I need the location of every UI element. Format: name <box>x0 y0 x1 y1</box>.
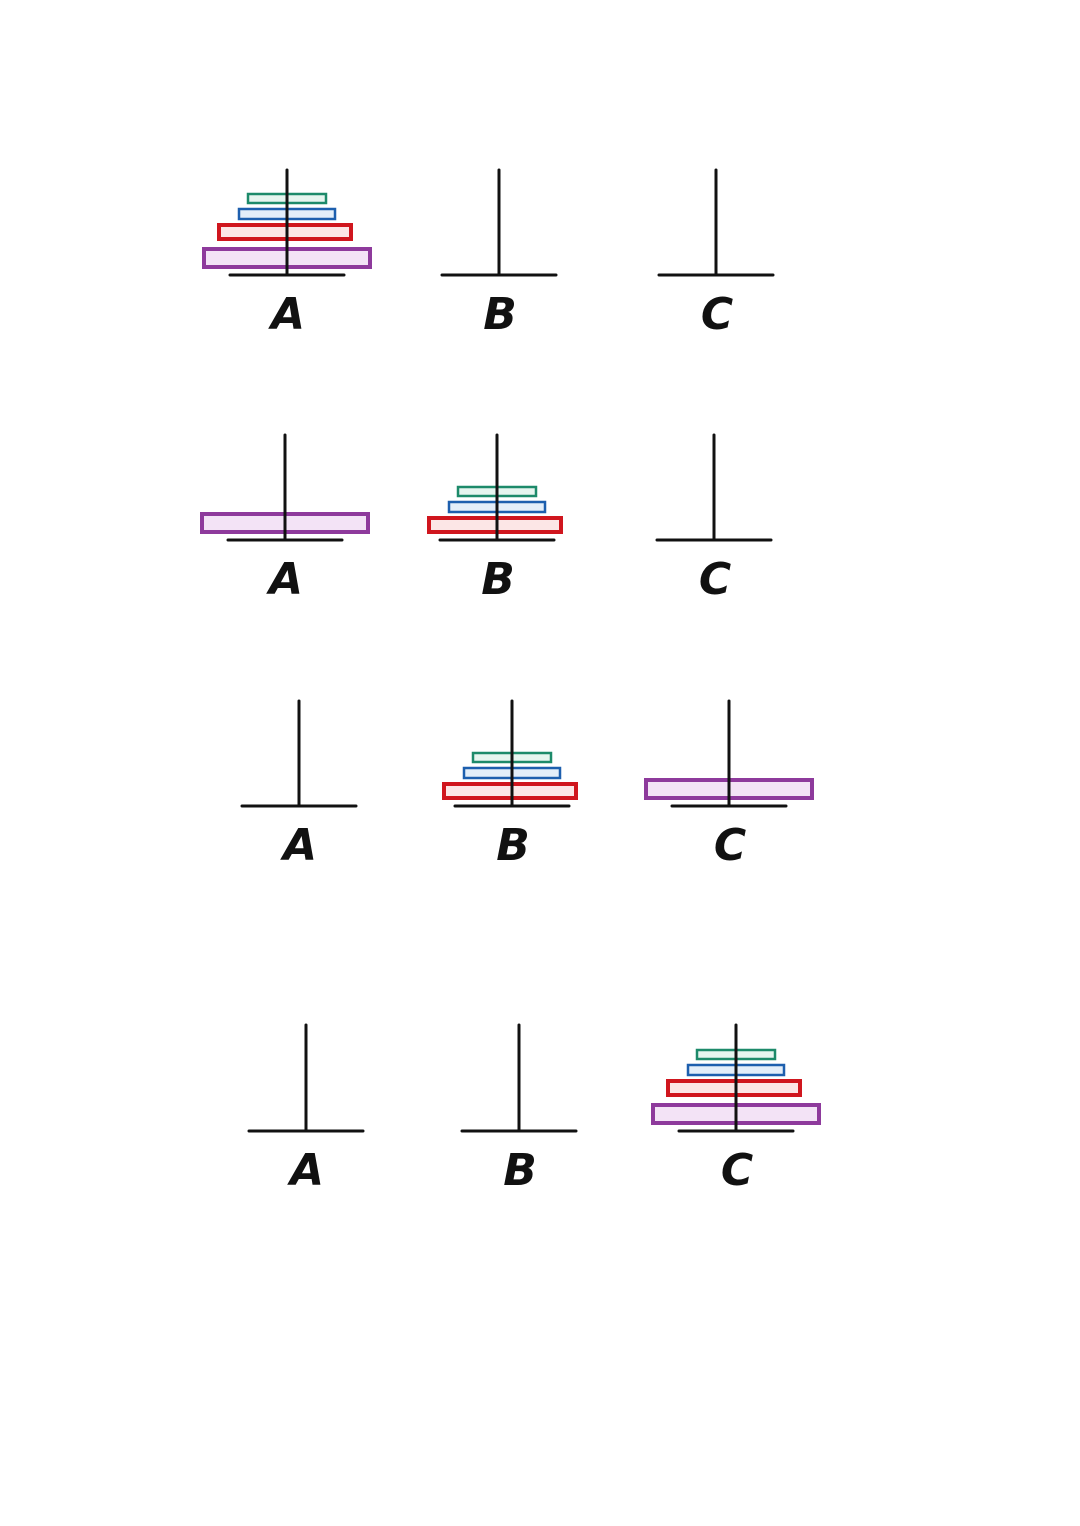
disk-red <box>442 782 578 800</box>
disk-red <box>217 223 353 241</box>
step-3: A B C <box>240 699 814 871</box>
step-4: A B C <box>247 1023 821 1196</box>
peg-label: B <box>483 289 517 340</box>
peg-a: A <box>200 433 370 605</box>
peg-b: B <box>460 1023 578 1196</box>
peg-c: C <box>651 1023 821 1196</box>
peg-b: B <box>440 168 558 340</box>
peg-label: A <box>280 820 317 871</box>
peg-label: C <box>714 820 746 871</box>
disk-red <box>666 1079 802 1097</box>
peg-label: A <box>266 554 303 605</box>
step-1: A B C <box>202 168 775 340</box>
peg-b: B <box>427 433 563 605</box>
peg-label: A <box>268 289 305 340</box>
peg-a: A <box>247 1023 365 1196</box>
peg-c: C <box>655 433 773 605</box>
peg-label: B <box>481 554 515 605</box>
disk-red <box>427 516 563 534</box>
peg-label: A <box>287 1145 324 1196</box>
peg-c: C <box>657 168 775 340</box>
peg-label: C <box>721 1145 753 1196</box>
peg-label: B <box>503 1145 537 1196</box>
peg-a: A <box>202 168 372 340</box>
peg-c: C <box>644 699 814 871</box>
peg-label: B <box>496 820 530 871</box>
peg-a: A <box>240 699 358 871</box>
peg-b: B <box>442 699 578 871</box>
peg-label: C <box>701 289 733 340</box>
step-2: A B C <box>200 433 773 605</box>
peg-label: C <box>699 554 731 605</box>
